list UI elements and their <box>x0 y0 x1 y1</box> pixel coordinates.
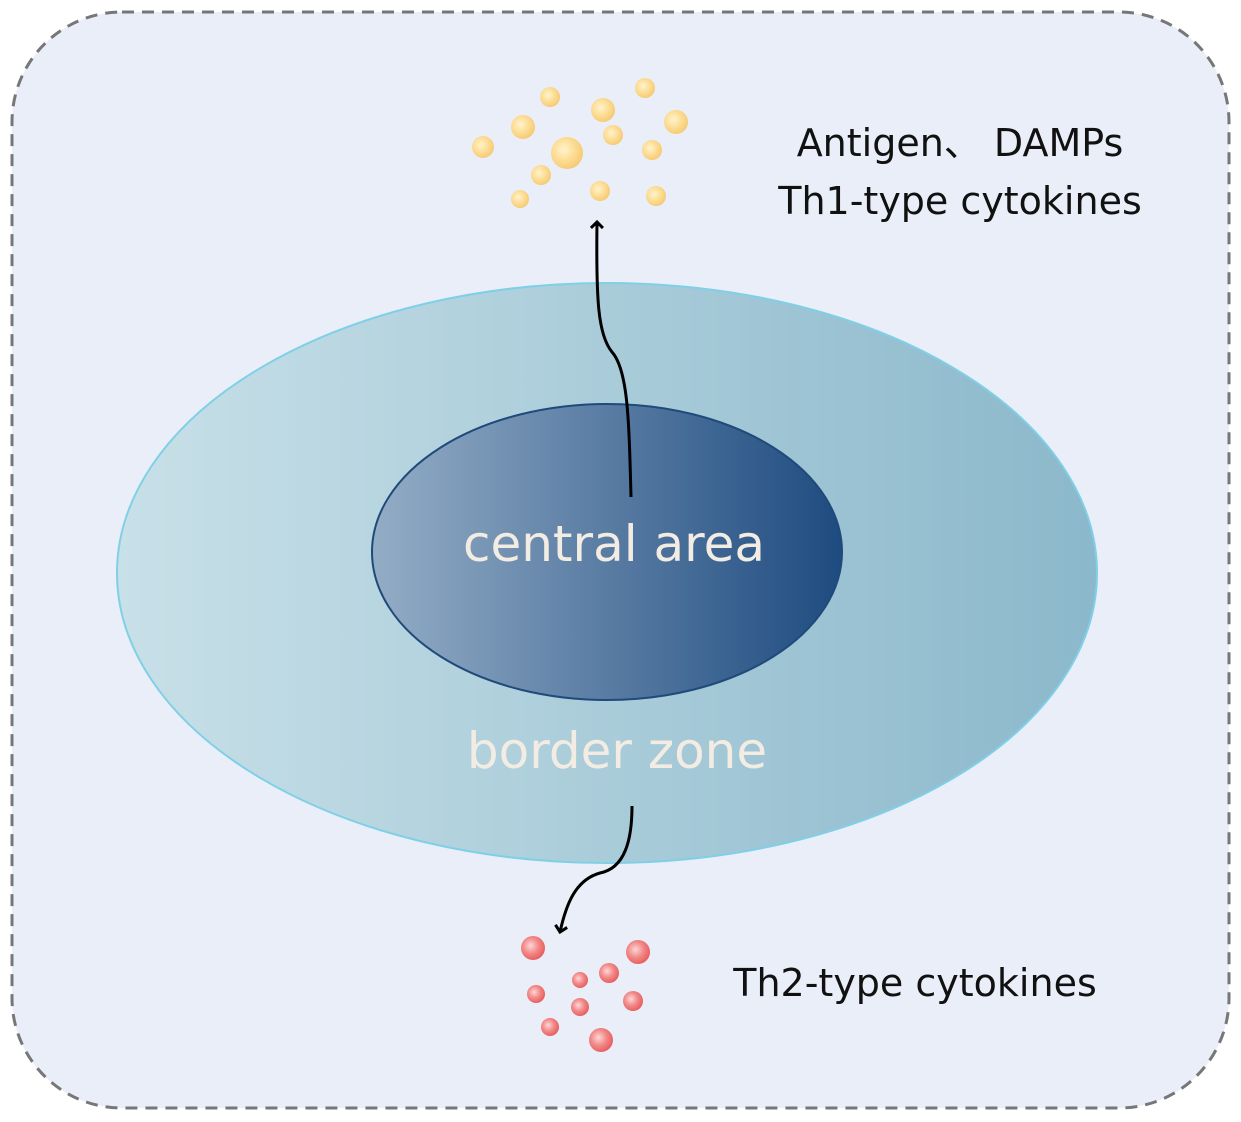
yellow-particle <box>590 181 610 201</box>
bottom-label: Th2-type cytokines <box>732 961 1097 1005</box>
yellow-particle <box>642 140 662 160</box>
yellow-particle <box>551 137 583 169</box>
top-label-line2: Th1-type cytokines <box>777 179 1142 223</box>
yellow-particle <box>511 115 535 139</box>
border-zone-label: border zone <box>467 722 767 780</box>
yellow-particle <box>472 136 494 158</box>
red-particle <box>572 972 588 988</box>
yellow-particle <box>646 186 666 206</box>
red-particle <box>571 998 589 1016</box>
central-area-ellipse <box>371 403 843 701</box>
red-particle <box>521 936 545 960</box>
yellow-particle <box>635 78 655 98</box>
yellow-particle <box>603 125 623 145</box>
red-particle <box>589 1028 613 1052</box>
yellow-particle <box>591 98 615 122</box>
top-label-line1: Antigen、 DAMPs <box>797 121 1124 165</box>
yellow-particle <box>664 110 688 134</box>
arrow-down <box>560 805 634 932</box>
red-particle <box>623 991 643 1011</box>
central-area-label: central area <box>463 515 765 573</box>
yellow-particle <box>531 165 551 185</box>
yellow-particle-cluster <box>472 78 688 208</box>
red-particle <box>541 1018 559 1036</box>
yellow-particle <box>540 87 560 107</box>
red-particle <box>626 940 650 964</box>
yellow-particle <box>511 190 529 208</box>
red-particle <box>599 963 619 983</box>
arrow-up <box>597 222 633 498</box>
red-particle <box>527 985 545 1003</box>
red-particle-cluster <box>521 936 650 1052</box>
